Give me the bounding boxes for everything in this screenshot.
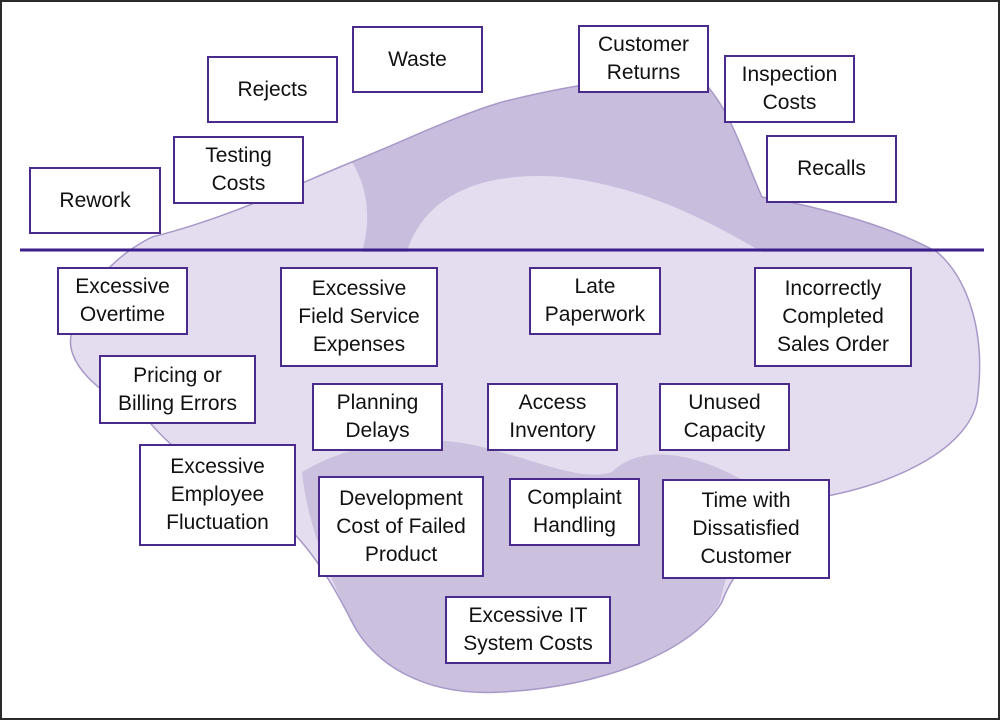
cost-box-employee-fluctuation: Excessive Employee Fluctuation <box>139 444 296 546</box>
cost-box-complaint-handling: Complaint Handling <box>509 478 640 546</box>
cost-box-late-paperwork: Late Paperwork <box>529 267 661 335</box>
cost-box-access-inventory: Access Inventory <box>487 383 618 451</box>
cost-box-inspection-costs: Inspection Costs <box>724 55 855 123</box>
iceberg-shade-top <box>352 77 937 252</box>
cost-box-failed-product-cost: Development Cost of Failed Product <box>318 476 484 577</box>
cost-box-waste: Waste <box>352 26 483 93</box>
cost-box-unused-capacity: Unused Capacity <box>659 383 790 451</box>
cost-box-customer-returns: Customer Returns <box>578 25 709 93</box>
cost-box-incorrect-sales-order: Incorrectly Completed Sales Order <box>754 267 912 367</box>
cost-box-it-system-costs: Excessive IT System Costs <box>445 596 611 664</box>
cost-box-testing-costs: Testing Costs <box>173 136 304 204</box>
cost-box-excessive-field-service: Excessive Field Service Expenses <box>280 267 438 367</box>
cost-box-excessive-overtime: Excessive Overtime <box>57 267 188 335</box>
cost-box-pricing-billing-errors: Pricing or Billing Errors <box>99 355 256 424</box>
cost-box-rework: Rework <box>29 167 161 234</box>
cost-box-recalls: Recalls <box>766 135 897 203</box>
cost-box-planning-delays: Planning Delays <box>312 383 443 451</box>
cost-box-dissatisfied-customer: Time with Dissatisfied Customer <box>662 479 830 579</box>
cost-box-rejects: Rejects <box>207 56 338 123</box>
